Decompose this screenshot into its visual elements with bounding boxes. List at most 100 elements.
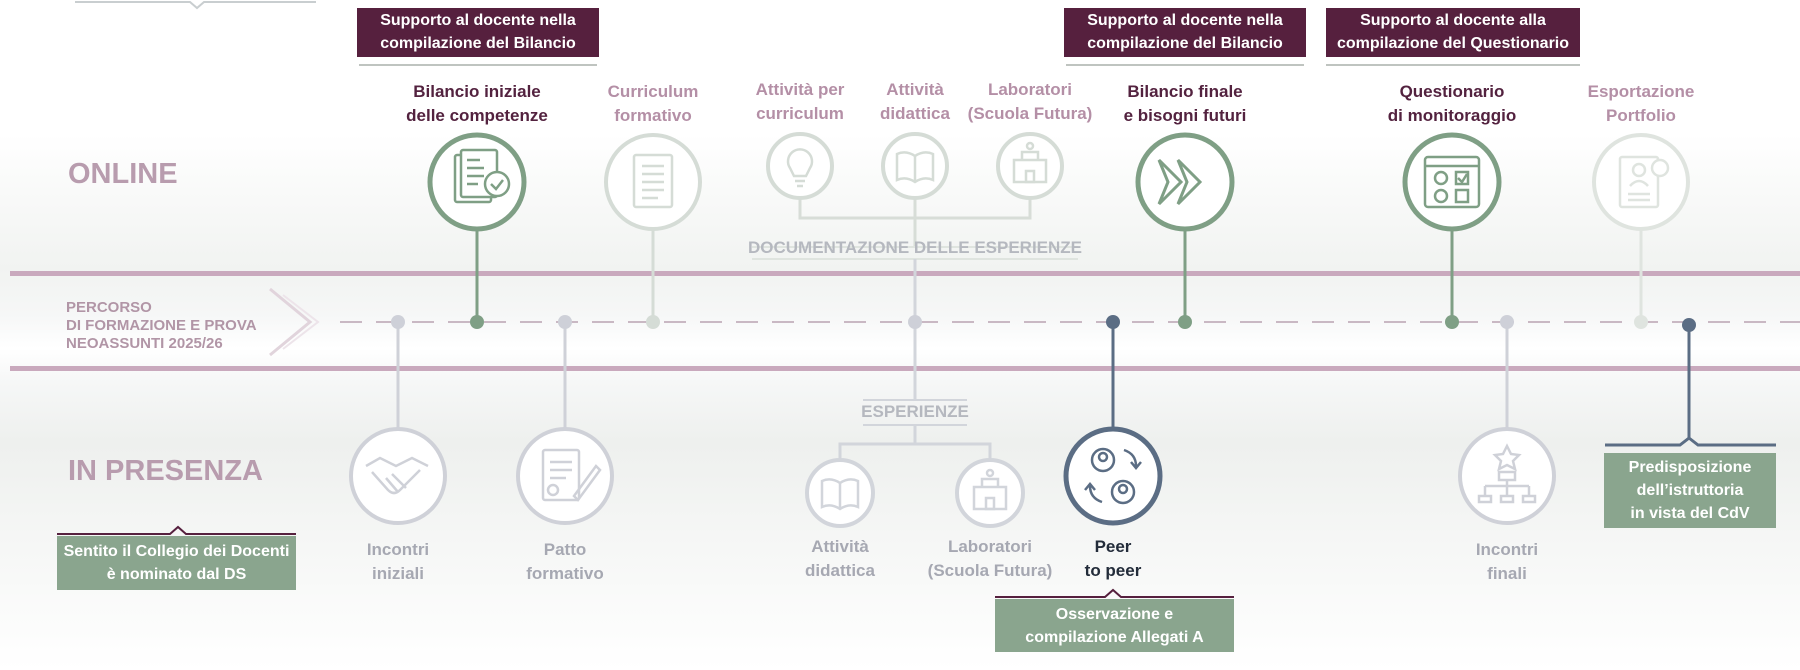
step-line1: Attività per [755,80,845,99]
top-left-divider [75,0,316,10]
step-questionario: Questionario di monitoraggio [1388,80,1516,128]
questionario-icon [1402,132,1502,232]
bilancio-iniziale-icon [427,132,527,232]
patto-formativo-icon [516,427,614,525]
osservazione-bracket [995,588,1234,598]
step-line2: (Scuola Futura) [967,104,1093,123]
esportazione-icon [1592,133,1690,231]
timeline-label-line3: NEOASSUNTI 2025/26 [66,335,223,352]
esperienze-title: ESPERIENZE [861,402,969,421]
banner-line2: compilazione del Bilancio [380,35,576,52]
step-attivita-didattica-online: Attività didattica [880,78,950,126]
attivita-curriculum-icon [766,132,834,200]
timeline-chevron-icon-inner [282,294,320,350]
banner-questionario: Supporto al docente alla compilazione de… [1326,8,1580,57]
banner-line1: Supporto al docente alla [1360,12,1546,29]
step-bilancio-iniziale: Bilancio iniziale delle competenze [406,80,548,128]
laboratori-presenza-icon [955,458,1025,528]
dot-bilancio-iniziale [470,315,484,329]
band-bottom-border [10,366,1800,371]
step-line2: formativo [526,564,604,583]
step-line2: iniziali [372,564,424,583]
documentazione-tree [798,198,1032,246]
step-peer-to-peer: Peer to peer [1085,535,1142,583]
step-laboratori-online: Laboratori (Scuola Futura) [968,78,1093,126]
peer-to-peer-icon [1063,426,1163,526]
step-line2: (Scuola Futura) [927,561,1053,580]
step-incontri-finali: Incontri finali [1476,538,1538,586]
step-patto-formativo: Patto formativo [526,538,603,586]
dot-incontri-finali [1500,315,1514,329]
dot-istruttoria [1682,318,1696,332]
collegio-bracket [57,525,296,535]
zone-in-presenza-label: IN PRESENZA [68,455,263,487]
step-laboratori-presenza: Laboratori (Scuola Futura) [928,535,1053,583]
step-line2: Portfolio [1606,106,1676,125]
note-line1: Predisposizione [1628,459,1752,476]
attivita-didattica-presenza-icon [805,458,875,528]
note-line1: Sentito il Collegio dei Docenti [63,543,290,560]
timeline-label: PERCORSO DI FORMAZIONE E PROVA NEOASSUNT… [66,299,257,353]
dot-bilancio-finale [1178,315,1192,329]
step-line1: Bilancio finale [1127,82,1243,101]
note-line3: in vista del CdV [1630,505,1750,522]
note-osservazione: Osservazione e compilazione Allegati A [995,599,1234,652]
timeline-chevron-icon [269,287,313,357]
dot-esportazione [1634,315,1648,329]
step-line1: Esportazione [1587,82,1695,101]
step-line1: Laboratori [987,80,1073,99]
step-line2: curriculum [756,104,844,123]
dot-peer [1106,315,1120,329]
step-esportazione: Esportazione Portfolio [1588,80,1695,128]
dot-patto [558,315,572,329]
bilancio-finale-icon [1135,132,1235,232]
step-line1: Peer [1094,537,1132,556]
note-line2: è nominato dal DS [106,566,247,583]
step-line2: delle competenze [406,106,548,125]
timeline-label-line1: PERCORSO [66,299,152,316]
banner-bilancio-iniziale: Supporto al docente nella compilazione d… [357,8,599,57]
step-line1: Patto [543,540,587,559]
zone-online-label: ONLINE [68,158,178,190]
step-line1: Curriculum [607,82,699,101]
banner-bilancio-finale: Supporto al docente nella compilazione d… [1064,8,1306,57]
step-attivita-didattica-presenza: Attività didattica [805,535,875,583]
note-line2: dell’istruttoria [1636,482,1744,499]
step-incontri-iniziali: Incontri iniziali [367,538,429,586]
step-line1: Questionario [1399,82,1505,101]
step-line1: Bilancio iniziale [413,82,541,101]
step-line1: Incontri [366,540,430,559]
note-line2: compilazione Allegati A [1025,629,1204,646]
note-istruttoria: Predisposizione dell’istruttoria in vist… [1604,453,1776,528]
connector-istruttoria [1605,325,1776,447]
step-line2: to peer [1084,561,1142,580]
banner-line1: Supporto al docente nella [1087,12,1283,29]
timeline-label-line2: DI FORMAZIONE E PROVA [66,317,257,334]
dot-curriculum [646,315,660,329]
banner-line2: compilazione del Bilancio [1087,35,1283,52]
attivita-didattica-online-icon [881,132,949,200]
step-line2: e bisogni futuri [1123,106,1247,125]
banner-line1: Supporto al docente nella [380,12,576,29]
step-curriculum: Curriculum formativo [608,80,699,128]
banner-line2: compilazione del Questionario [1336,35,1570,52]
note-line1: Osservazione e [1055,606,1174,623]
step-attivita-curriculum: Attività per curriculum [756,78,845,126]
dot-questionario [1445,315,1459,329]
step-line1: Attività [886,80,944,99]
step-line2: formativo [614,106,692,125]
step-line2: didattica [880,104,950,123]
step-line1: Laboratori [947,537,1033,556]
dot-documentazione [908,315,922,329]
documentazione-title: DOCUMENTAZIONE DELLE ESPERIENZE [747,238,1083,257]
laboratori-online-icon [996,132,1064,200]
note-collegio: Sentito il Collegio dei Docenti è nomina… [57,536,296,590]
step-line2: didattica [805,561,875,580]
step-line2: di monitoraggio [1387,106,1517,125]
curriculum-icon [604,133,702,231]
band-top-border [10,271,1800,276]
handshake-icon [349,427,447,525]
step-line2: finali [1487,564,1527,583]
